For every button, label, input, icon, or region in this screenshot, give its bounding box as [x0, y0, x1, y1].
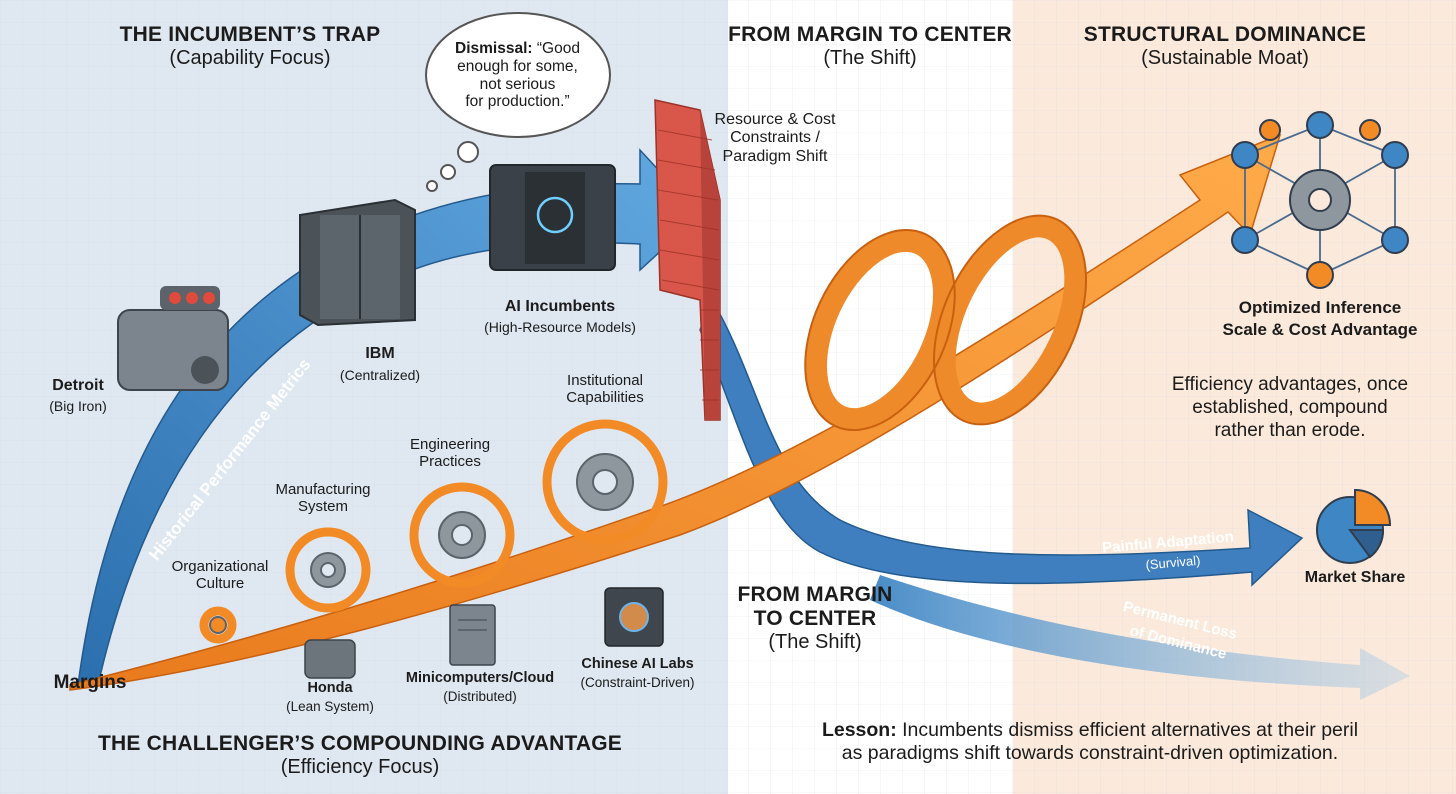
wall-label-1: Resource & Cost [714, 111, 836, 128]
market-share-label: Market Share [1304, 569, 1406, 586]
ai-incumbents-sub: (High-Resource Models) [484, 319, 636, 335]
shift-mid-title-2: TO CENTER [753, 607, 877, 630]
dominance-subtitle: (Sustainable Moat) [1141, 47, 1309, 69]
moat-label-2: Scale & Cost Advantage [1222, 320, 1418, 339]
loss-arrow [870, 575, 1410, 700]
chinese-ai-label: Chinese AI Labs [581, 656, 694, 672]
honda-label: Honda [307, 680, 353, 696]
honda-engine-icon [304, 639, 356, 679]
honda-sub: (Lean System) [286, 699, 374, 714]
moat-desc-1: Efficiency advantages, once [1171, 374, 1409, 395]
ibm-sub: (Centralized) [339, 367, 421, 383]
capability-engineering-1: Engineering [409, 436, 491, 453]
shift-mid-subtitle: (The Shift) [768, 631, 862, 653]
capability-culture: Organizational Culture [155, 558, 285, 593]
moat-label-1: Optimized Inference [1238, 298, 1402, 317]
trap-title: THE INCUMBENT’S TRAP [119, 23, 381, 46]
minicomputer-icon [449, 604, 496, 666]
dismissal-line2: enough for some, [457, 57, 578, 75]
wall-label-2: Constraints / [730, 129, 820, 147]
ai-incumbents-label: AI Incumbents [504, 298, 616, 315]
capability-institutional-1: Institutional [567, 372, 643, 389]
ibm-label: IBM [365, 345, 395, 362]
wall-label: Resource & Cost Constraints / Paradigm S… [700, 111, 850, 166]
thought-bubble [425, 12, 611, 192]
cycle-icons [199, 419, 668, 644]
capability-manufacturing-1: Manufacturing [275, 481, 371, 498]
capability-manufacturing-2: System [297, 498, 348, 516]
shift-mid-title-1: FROM MARGIN [737, 583, 893, 606]
capability-engineering: Engineering Practices [385, 436, 515, 471]
chinese-ai-sub: (Constraint-Driven) [580, 675, 695, 690]
thought-bubble-text: Dismissal: “Good enough for some, not se… [435, 40, 600, 111]
moat-desc-3: rather than erode. [1214, 419, 1366, 441]
gear-icons [209, 453, 634, 634]
server-rack-icon [299, 198, 416, 327]
ai-chip-icon [604, 587, 664, 647]
lesson-line2: as paradigms shift towards constraint-dr… [841, 742, 1339, 765]
challenger-subtitle: (Efficiency Focus) [280, 756, 440, 778]
capability-manufacturing: Manufacturing System [258, 481, 388, 516]
detroit-label: Detroit [52, 377, 104, 394]
dominance-title: STRUCTURAL DOMINANCE [1083, 23, 1367, 46]
capability-culture-2: Culture [195, 575, 245, 593]
shift-top-title: FROM MARGIN TO CENTER [728, 23, 1012, 46]
dismissal-label: Dismissal: [455, 40, 533, 57]
margins-label: Margins [53, 672, 127, 693]
dismissal-line1: “Good [532, 40, 580, 57]
ribbon-loops [804, 215, 1087, 431]
minicomputers-label: Minicomputers/Cloud [405, 670, 555, 686]
lesson-label: Lesson: [821, 719, 897, 741]
capability-institutional-2: Capabilities [566, 389, 644, 407]
lesson-text: Lesson: Incumbents dismiss efficient alt… [770, 719, 1410, 766]
capability-culture-1: Organizational [171, 558, 269, 575]
dismissal-line3: not serious [479, 75, 556, 93]
lesson-line1: Incumbents dismiss efficient alternative… [896, 719, 1359, 741]
brick-wall [654, 99, 721, 421]
engine-icon [117, 286, 229, 391]
challenger-title: THE CHALLENGER’S COMPOUNDING ADVANTAGE [97, 732, 623, 755]
pie-chart-icon [1316, 488, 1392, 564]
ai-server-icon [489, 164, 616, 271]
capability-institutional: Institutional Capabilities [540, 372, 670, 407]
detroit-sub: (Big Iron) [49, 398, 107, 414]
trap-subtitle: (Capability Focus) [169, 47, 331, 69]
dismissal-line4: for production.” [465, 93, 570, 111]
moat-description: Efficiency advantages, once established,… [1150, 374, 1430, 442]
network-icon [1231, 111, 1409, 289]
shift-top-subtitle: (The Shift) [823, 47, 917, 69]
wall-label-3: Paradigm Shift [722, 147, 828, 165]
minicomputers-sub: (Distributed) [443, 689, 517, 704]
moat-desc-2: established, compound [1192, 396, 1388, 418]
decline-curve [699, 298, 1304, 587]
capability-engineering-2: Practices [419, 453, 481, 471]
